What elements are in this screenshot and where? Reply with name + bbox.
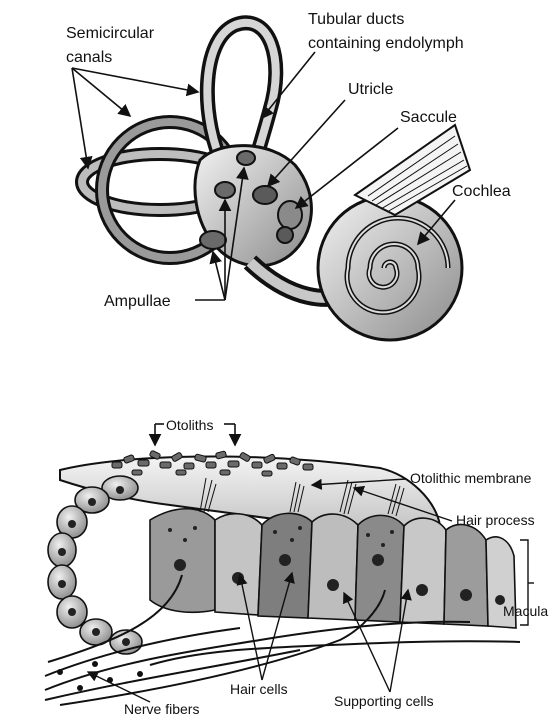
label-macula: Macula <box>503 603 548 619</box>
ampulla <box>237 151 255 165</box>
label-ducts-2: containing endolymph <box>308 35 464 52</box>
label-saccule: Saccule <box>400 109 457 126</box>
label-otoliths: Otoliths <box>166 417 213 433</box>
label-supporting-cells: Supporting cells <box>334 693 434 709</box>
label-hair-process: Hair process <box>456 512 535 528</box>
label-utricle: Utricle <box>348 81 393 98</box>
cochlea-drawing <box>318 125 470 340</box>
label-semicircular-2: canals <box>66 49 112 66</box>
label-semicircular-1: Semicircular <box>66 25 155 42</box>
ampulla <box>215 182 235 198</box>
ampulla <box>200 231 226 249</box>
label-ducts-1: Tubular ducts <box>308 11 404 28</box>
label-ampullae: Ampullae <box>104 293 171 310</box>
utricle <box>253 186 277 204</box>
label-cochlea: Cochlea <box>452 183 511 200</box>
label-hair-cells: Hair cells <box>230 681 288 697</box>
label-nerve-fibers: Nerve fibers <box>124 701 199 714</box>
nerve-fiber-dots <box>57 661 143 691</box>
label-otolithic-membrane: Otolithic membrane <box>410 470 532 486</box>
